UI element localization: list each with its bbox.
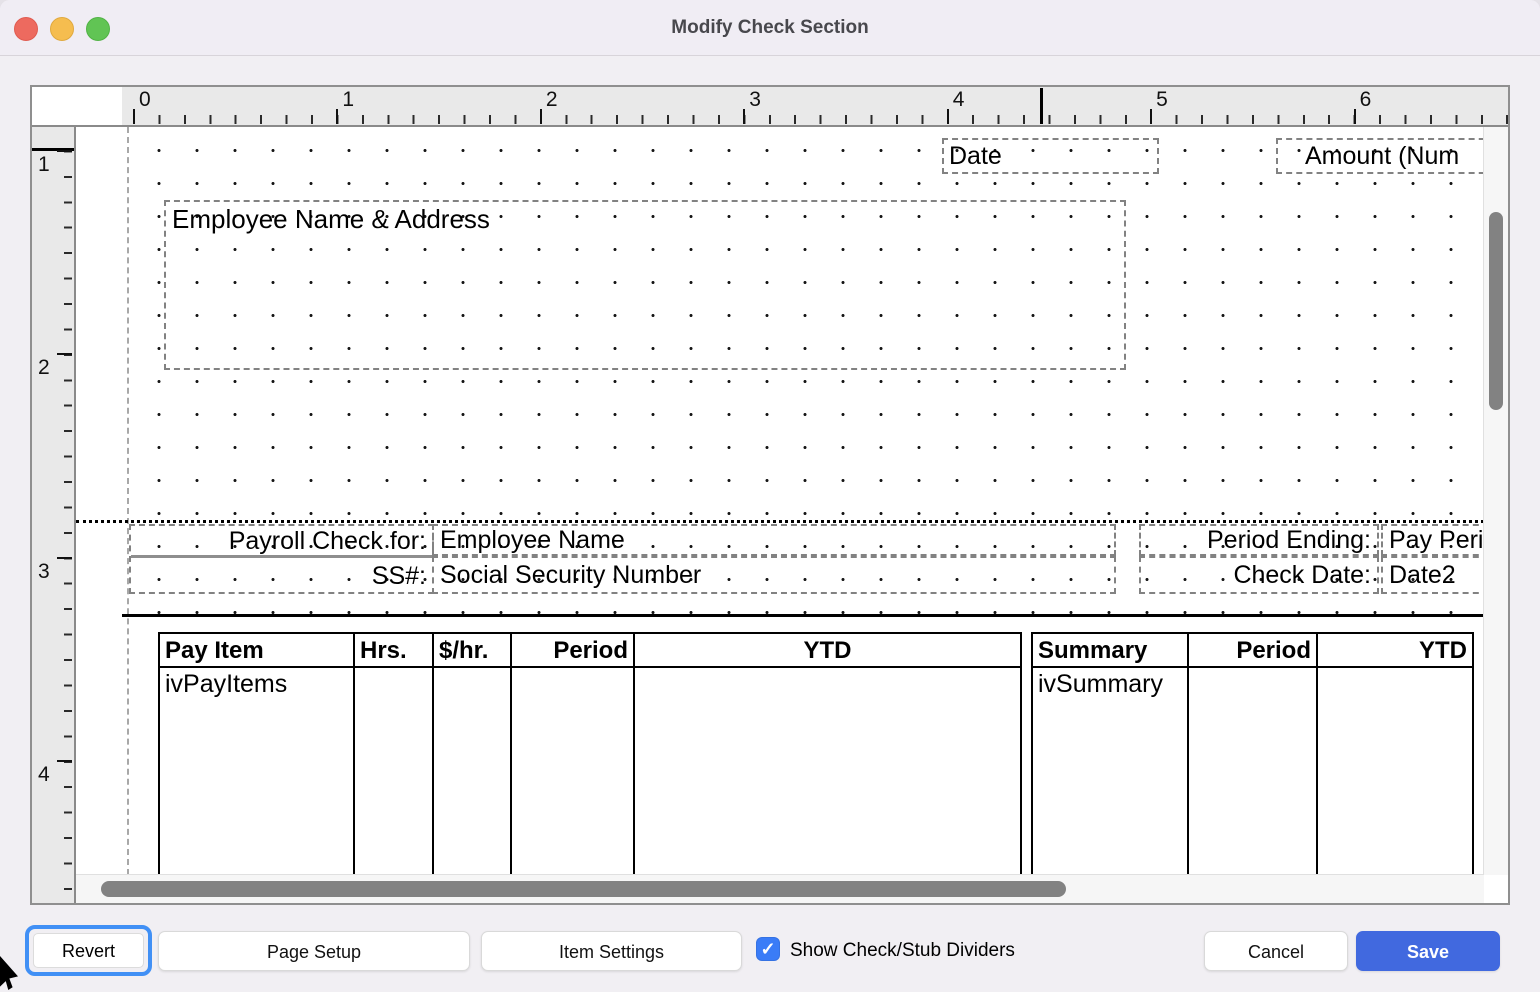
zoom-button[interactable] [86, 17, 110, 41]
horizontal-scrollbar-thumb[interactable] [101, 881, 1066, 897]
footer-bar: Revert Page Setup Item Settings ✓ Show C… [0, 905, 1540, 992]
pay-table-cell [512, 668, 635, 875]
ss-label: SS#: [371, 562, 426, 590]
ruler-label: 1 [342, 88, 355, 111]
ruler-inch-tick [57, 353, 72, 356]
check-divider-marker [1040, 88, 1043, 124]
summary-table-body: ivSummary [1033, 668, 1189, 875]
ruler-corner [32, 87, 123, 127]
page-left-margin [127, 127, 129, 875]
pay-table-header-row: Pay Item Hrs. $/hr. Period YTD [160, 634, 1020, 668]
ruler-label: 3 [38, 559, 50, 583]
ruler-label: 0 [139, 88, 151, 111]
ruler-inch-tick [743, 109, 746, 124]
h-ruler: 0 1 2 3 4 5 6 [122, 87, 1508, 127]
field-payroll-labels[interactable]: Payroll Check for: SS#: [129, 524, 434, 594]
revert-button[interactable]: Revert [33, 933, 144, 968]
ruler-inch-tick [57, 150, 72, 152]
v-ruler-minor-ticks [64, 127, 72, 903]
ruler-label: 6 [1359, 88, 1372, 111]
vertical-scrollbar-thumb[interactable] [1489, 212, 1503, 410]
col-summary-period: Period [1189, 634, 1318, 668]
ruler-inch-tick [336, 109, 339, 124]
ruler-inch-tick [539, 109, 542, 124]
item-settings-button[interactable]: Item Settings [481, 931, 742, 971]
col-rate: $/hr. [434, 634, 512, 668]
stub-separator-line [122, 614, 1484, 617]
mouse-cursor [0, 956, 18, 990]
payroll-check-for-label: Payroll Check for: [228, 527, 426, 555]
ruler-inch-tick [946, 109, 949, 124]
pay-table-body: ivPayItems [160, 668, 355, 875]
h-ruler-minor-ticks [133, 115, 1508, 124]
field-pay-period[interactable]: Pay Peri [1381, 524, 1484, 556]
field-amount-numeric[interactable]: Amount (Num [1276, 138, 1484, 174]
window-title: Modify Check Section [671, 17, 869, 38]
pay-table-cell [434, 668, 512, 875]
field-period-ending-label[interactable]: Period Ending: [1139, 524, 1379, 556]
show-dividers-label[interactable]: Show Check/Stub Dividers [790, 940, 1015, 961]
ruler-label: 2 [38, 356, 50, 380]
grid-dots [128, 127, 1484, 614]
ruler-inch-tick [57, 556, 72, 559]
title-bar: Modify Check Section [0, 0, 1540, 56]
revert-focus-ring: Revert [25, 925, 152, 976]
save-button[interactable]: Save [1356, 931, 1500, 971]
pay-table-cell [355, 668, 434, 875]
col-hrs: Hrs. [355, 634, 434, 668]
summary-table-header-row: Summary Period YTD [1033, 634, 1472, 668]
vertical-scrollbar[interactable] [1483, 127, 1508, 875]
pay-items-table[interactable]: Pay Item Hrs. $/hr. Period YTD ivPayItem… [158, 632, 1022, 875]
field-check-date-label[interactable]: Check Date: [1139, 556, 1379, 594]
col-summary-ytd: YTD [1318, 634, 1472, 668]
field-date2[interactable]: Date2 [1381, 556, 1484, 594]
check-stub-divider-line [76, 520, 1484, 523]
v-ruler: 1 2 3 4 [32, 127, 76, 903]
page-setup-button[interactable]: Page Setup [158, 931, 470, 971]
ruler-label: 3 [749, 88, 761, 111]
ruler-inch-tick [57, 760, 72, 763]
summary-table[interactable]: Summary Period YTD ivSummary [1031, 632, 1474, 875]
ruler-label: 4 [952, 88, 965, 111]
cancel-button[interactable]: Cancel [1204, 931, 1348, 971]
check-top-marker [32, 148, 74, 151]
traffic-lights [14, 17, 110, 41]
col-period: Period [512, 634, 635, 668]
minimize-button[interactable] [50, 17, 74, 41]
show-dividers-checkbox[interactable]: ✓ [756, 937, 780, 961]
ruler-label: 2 [545, 88, 558, 111]
summary-table-cell [1318, 668, 1472, 875]
design-canvas[interactable]: Date Amount (Num Employee Name & Address… [76, 127, 1484, 875]
ruler-inch-tick [133, 109, 135, 124]
field-date[interactable]: Date [942, 138, 1159, 174]
ruler-label: 4 [38, 763, 50, 787]
field-employee-name-address[interactable]: Employee Name & Address [164, 200, 1126, 370]
summary-table-body-row: ivSummary [1033, 668, 1472, 875]
layout-editor-frame: 0 1 2 3 4 5 6 1 2 3 4 Date Amount (Num Employee N… [30, 85, 1510, 905]
col-ytd: YTD [635, 634, 1020, 668]
summary-table-cell [1189, 668, 1318, 875]
pay-table-cell [635, 668, 1020, 875]
field-social-security-number-selected[interactable]: Social Security Number [432, 556, 1116, 594]
pay-table-body-row: ivPayItems [160, 668, 1020, 875]
ruler-inch-tick [1150, 109, 1153, 124]
checkmark-icon: ✓ [760, 939, 776, 959]
horizontal-scrollbar[interactable] [76, 874, 1484, 903]
label-underline [131, 555, 432, 558]
ruler-label: 1 [38, 153, 50, 176]
field-employee-name[interactable]: Employee Name [432, 524, 1116, 556]
col-summary: Summary [1033, 634, 1189, 668]
col-pay-item: Pay Item [160, 634, 355, 668]
ruler-label: 5 [1156, 88, 1168, 111]
close-button[interactable] [14, 17, 38, 41]
ruler-inch-tick [1353, 109, 1356, 124]
